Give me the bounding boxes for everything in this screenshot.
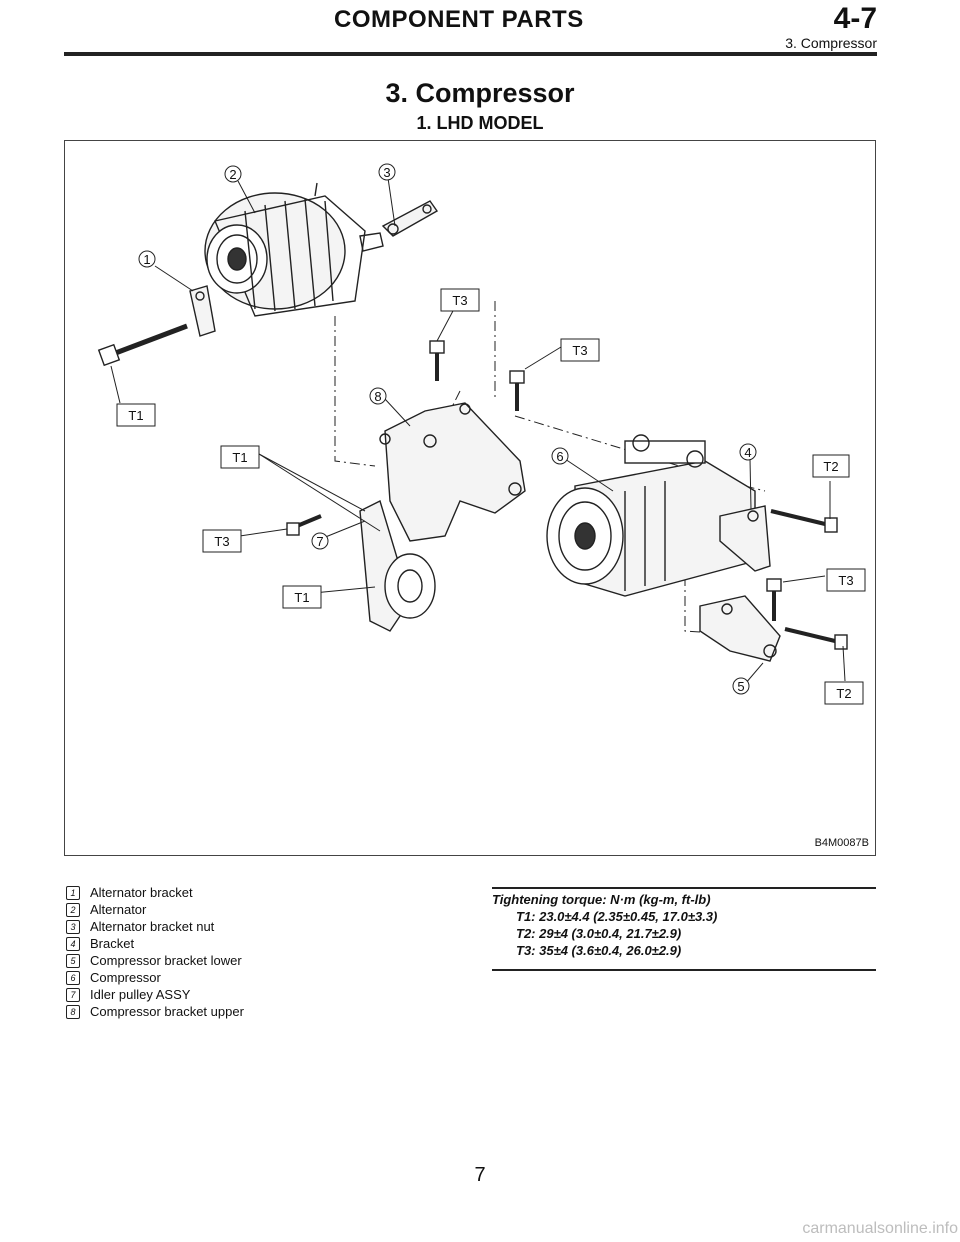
- list-item: 6 Compressor: [66, 969, 466, 986]
- part-label: Compressor bracket upper: [90, 1004, 244, 1019]
- svg-text:T1: T1: [294, 590, 309, 605]
- svg-text:T1: T1: [232, 450, 247, 465]
- part-number: 4: [66, 936, 80, 951]
- svg-text:T1: T1: [128, 408, 143, 423]
- page-number: 7: [474, 1164, 486, 1186]
- diagram-drawing: 1 2 3 4 5 6 7 8 T1 T1 T1 T2 T2 T3 T3 T3 …: [97, 163, 866, 705]
- svg-text:4: 4: [744, 445, 751, 460]
- parts-list: 1 Alternator bracket 2 Alternator 3 Alte…: [66, 884, 466, 1020]
- part-number: 3: [66, 919, 80, 934]
- list-item: 5 Compressor bracket lower: [66, 952, 466, 969]
- page-subtitle: 1. LHD MODEL: [416, 113, 544, 133]
- list-item: 8 Compressor bracket upper: [66, 1003, 466, 1020]
- part-number: 5: [66, 953, 80, 968]
- tag-t3-left: T3: [202, 529, 242, 553]
- page-title: 3. Compressor: [385, 78, 575, 108]
- svg-text:6: 6: [556, 449, 563, 464]
- part-number: 1: [66, 885, 80, 900]
- figure-code: B4M0087B: [814, 837, 869, 849]
- part-number: 7: [66, 987, 80, 1002]
- callout-2: 2: [224, 165, 242, 183]
- list-item: 4 Bracket: [66, 935, 466, 952]
- alternator-bracket-drawing: [189, 285, 216, 337]
- tag-t2-bracket: T2: [812, 454, 850, 478]
- list-item: 7 Idler pulley ASSY: [66, 986, 466, 1003]
- torque-t3: T3: 35±4 (3.6±0.4, 26.0±2.9): [516, 943, 682, 958]
- svg-text:T3: T3: [572, 343, 587, 358]
- tag-t1-bracket: T1: [220, 445, 260, 469]
- part-number: 6: [66, 970, 80, 985]
- part-label: Compressor: [90, 970, 161, 985]
- watermark: carmanualsonline.info: [802, 1220, 958, 1237]
- callout-3: 3: [378, 163, 396, 181]
- torque-t2: T2: 29±4 (3.0±0.4, 21.7±2.9): [516, 926, 682, 941]
- bracket-nut-drawing: [381, 200, 439, 237]
- list-item: 2 Alternator: [66, 901, 466, 918]
- callout-8: 8: [369, 387, 387, 405]
- svg-text:T2: T2: [836, 686, 851, 701]
- part-label: Idler pulley ASSY: [90, 987, 191, 1002]
- callouts: 1 2 3 4 5 6 7 8: [138, 163, 757, 695]
- svg-text:8: 8: [374, 389, 381, 404]
- callout-1: 1: [138, 250, 156, 268]
- tag-t1-bolt: T1: [116, 403, 156, 427]
- svg-text:1: 1: [143, 252, 150, 267]
- bolts-drawing: [296, 351, 836, 643]
- exploded-diagram: 1 2 3 4 5 6 7 8 T1 T1 T1 T2 T2 T3 T3 T3 …: [64, 140, 876, 856]
- callout-7: 7: [311, 532, 329, 550]
- alternator-drawing: [204, 182, 384, 317]
- long-bolt-drawing: [97, 323, 188, 367]
- part-label: Bracket: [90, 936, 135, 951]
- part-label: Alternator bracket: [90, 885, 193, 900]
- tag-t3-top: T3: [440, 288, 480, 312]
- part-label: Alternator bracket nut: [90, 919, 215, 934]
- part-label: Compressor bracket lower: [90, 953, 242, 968]
- tag-t2-lower: T2: [824, 681, 864, 705]
- tag-t3-mid: T3: [560, 338, 600, 362]
- page-header: COMPONENT PARTS 4-7 3. Compressor: [64, 0, 877, 56]
- part-number: 8: [66, 1004, 80, 1019]
- torque-tags: T1 T1 T1 T2 T2 T3 T3 T3 T3: [116, 288, 866, 705]
- part-label: Alternator: [90, 902, 147, 917]
- section-subtitle: 3. Compressor: [785, 35, 877, 51]
- svg-text:T3: T3: [838, 573, 853, 588]
- tag-t1-pulley: T1: [282, 585, 322, 609]
- callout-6: 6: [551, 447, 569, 465]
- torque-spec: Tightening torque: N·m (kg-m, ft-lb) T1:…: [492, 887, 876, 971]
- bracket-upper-drawing: [379, 402, 526, 542]
- list-item: 1 Alternator bracket: [66, 884, 466, 901]
- bracket-drawing: [719, 505, 771, 572]
- callout-5: 5: [732, 677, 750, 695]
- tag-t3-right: T3: [826, 568, 866, 592]
- header-rule: [64, 52, 877, 56]
- callout-4: 4: [739, 443, 757, 461]
- svg-text:T3: T3: [452, 293, 467, 308]
- svg-text:2: 2: [229, 167, 236, 182]
- svg-text:3: 3: [383, 165, 390, 180]
- bracket-lower-drawing: [699, 595, 781, 662]
- svg-text:T3: T3: [214, 534, 229, 549]
- torque-t1: T1: 23.0±4.4 (2.35±0.45, 17.0±3.3): [516, 909, 718, 924]
- svg-text:7: 7: [316, 534, 323, 549]
- svg-text:T2: T2: [823, 459, 838, 474]
- section-code: 4-7: [833, 2, 877, 35]
- compressor-drawing: [546, 434, 756, 597]
- torque-heading: Tightening torque: N·m (kg-m, ft-lb): [492, 892, 711, 907]
- svg-text:5: 5: [737, 679, 744, 694]
- part-number: 2: [66, 902, 80, 917]
- idler-pulley-drawing: [359, 500, 436, 632]
- section-title: COMPONENT PARTS: [334, 6, 584, 33]
- list-item: 3 Alternator bracket nut: [66, 918, 466, 935]
